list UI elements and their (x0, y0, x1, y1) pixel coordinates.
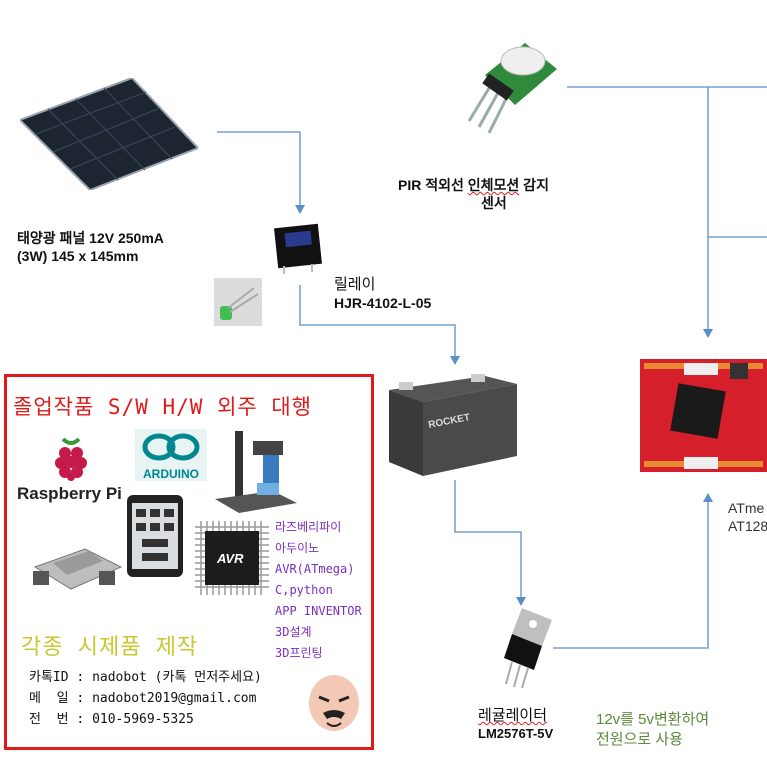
atmega-label: ATme AT128 (728, 500, 767, 534)
avr-logo-text: AVR (216, 551, 244, 566)
service-item: C,python (275, 583, 333, 597)
ad-title: 졸업작품 S/W H/W 외주 대행 (13, 395, 312, 419)
solar-panel-image (18, 76, 200, 192)
service-item: APP INVENTOR (275, 604, 362, 618)
contact-list: 카톡ID : nadobot (카톡 먼저주세요) 메 일 : nadobot2… (29, 667, 262, 730)
service-item: 아두이노 (275, 541, 320, 555)
pir-sensor-label: PIR 적외선 인체모션 감지 센서 (398, 177, 549, 211)
arduino-logo: ARDUINO (135, 429, 207, 481)
contact-kakao: 카톡ID : nadobot (카톡 먼저주세요) (29, 670, 262, 685)
regulator-label: 레귤레이터 LM2576T-5V (478, 707, 554, 741)
contact-email: 메 일 : nadobot2019@gmail.com (29, 691, 257, 706)
solar-panel-label: 태양광 패널 12V 250mA (3W) 145 x 145mm (17, 230, 164, 264)
service-item: AVR(ATmega) (275, 562, 355, 576)
service-item: 라즈베리파이 (275, 520, 342, 534)
service-item: 3D프린팅 (275, 646, 323, 660)
contact-phone: 전 번 : 010-5969-5325 (29, 712, 194, 727)
mascot-face-icon (307, 673, 361, 733)
led-image (214, 278, 262, 326)
atmega-board-image (640, 357, 767, 472)
raspberry-pi-icon (51, 435, 91, 481)
raspberry-pi-logo-text: Raspberry Pi (17, 484, 122, 503)
relay-label: 릴레이 HJR-4102-L-05 (334, 276, 432, 311)
robot-car-image (29, 527, 125, 599)
pir-sensor-image (455, 35, 565, 135)
app-phone-image (127, 495, 183, 577)
conversion-note: 12v를 5v변환하여 전원으로 사용 (596, 711, 710, 748)
ad-subtitle: 각종 시제품 제작 (21, 635, 199, 660)
service-item: 3D설계 (275, 625, 312, 639)
battery-image: ROCKET (385, 368, 520, 480)
advertisement-box: 졸업작품 S/W H/W 외주 대행 Raspberry Pi ARDUINO (4, 374, 374, 750)
3d-printer-image (213, 429, 299, 513)
services-list: 라즈베리파이 아두이노 AVR(ATmega) C,python APP INV… (275, 517, 362, 664)
regulator-image (500, 608, 558, 689)
relay-image (272, 220, 328, 276)
avr-chip-image: AVR (191, 517, 273, 599)
arduino-infinity-icon (142, 433, 200, 461)
